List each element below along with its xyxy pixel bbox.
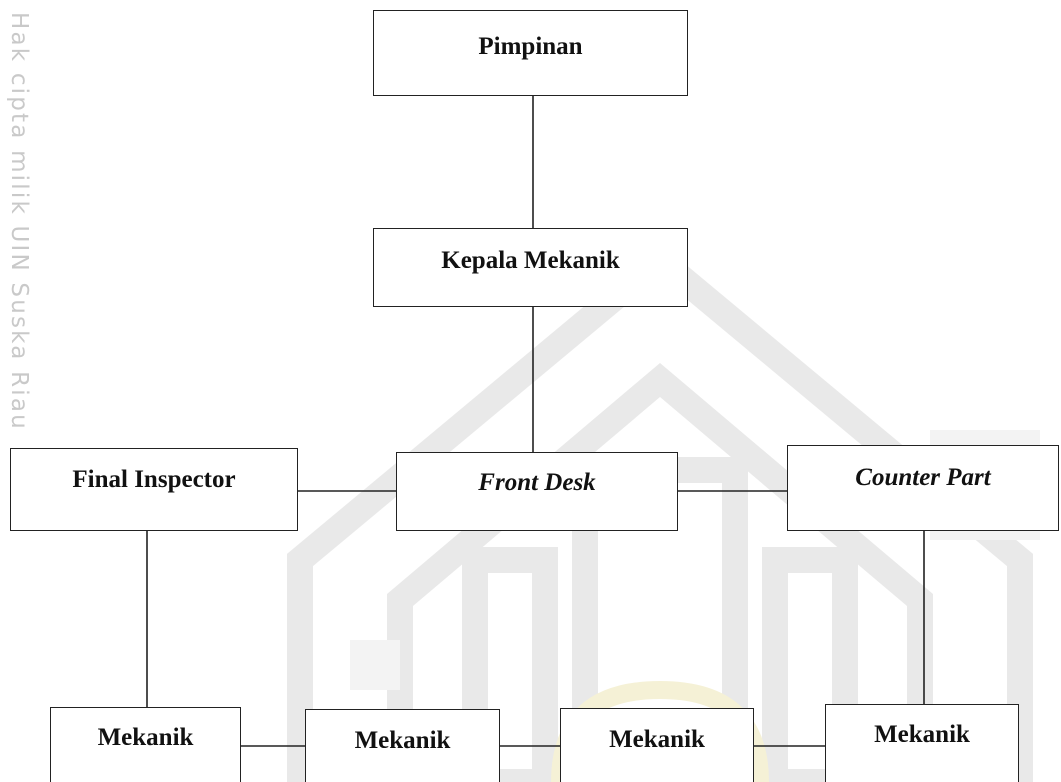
node-final-inspector: Final Inspector — [10, 448, 298, 531]
node-label: Mekanik — [874, 721, 970, 748]
node-label: Mekanik — [354, 727, 451, 754]
node-label: Mekanik — [609, 726, 705, 753]
node-mekanik-3: Mekanik — [560, 708, 754, 782]
node-label: Counter Part — [855, 464, 991, 491]
node-mekanik-4: Mekanik — [825, 704, 1019, 782]
node-label: Front Desk — [478, 468, 596, 496]
copyright-side-watermark: Hak cipta milik UIN Suska Riau — [6, 12, 32, 431]
node-mekanik-1: Mekanik — [50, 707, 241, 782]
node-label: Final Inspector — [72, 465, 236, 493]
node-pimpinan: Pimpinan — [373, 10, 688, 96]
node-label: Pimpinan — [478, 33, 583, 60]
node-counter-part: Counter Part — [787, 445, 1059, 531]
node-label: Mekanik — [97, 724, 194, 751]
node-label: Kepala Mekanik — [441, 246, 620, 274]
node-kepala-mekanik: Kepala Mekanik — [373, 228, 688, 307]
node-front-desk: Front Desk — [396, 452, 678, 531]
node-mekanik-2: Mekanik — [305, 709, 500, 782]
